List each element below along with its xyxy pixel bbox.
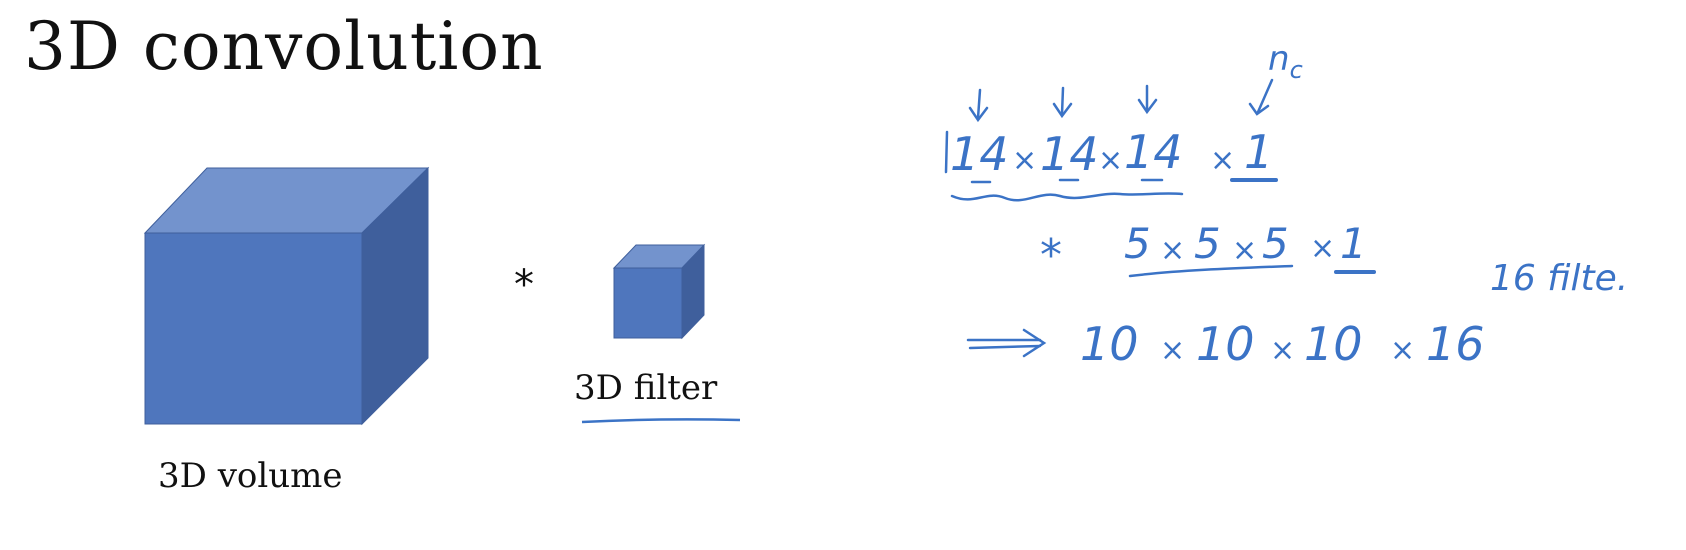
filter-label-underline <box>581 418 741 424</box>
output-channels: 16 <box>1426 317 1485 371</box>
input-dim-1: 14 <box>950 127 1009 181</box>
output-dim-3: 10 <box>1304 317 1363 371</box>
filter-channels: 1 <box>1340 219 1367 268</box>
output-dim-1: 10 <box>1080 317 1139 371</box>
channel-label-main: n <box>1268 39 1290 79</box>
filter-dim-2: 5 <box>1194 219 1221 268</box>
arrow-down-2 <box>1052 86 1073 119</box>
volume-label: 3D volume <box>158 456 343 496</box>
input-dim-2: 14 <box>1040 127 1099 181</box>
input-dims-squiggle <box>950 192 1184 202</box>
volume-cube <box>143 166 430 426</box>
input-dims-line: 14 × 14 × 14 × 1 <box>950 125 1273 181</box>
filters-note: 16 filte. <box>1490 258 1628 299</box>
filter-dim-1: 5 <box>1124 219 1151 268</box>
arrow-down-3 <box>1137 84 1158 115</box>
times-sign: × <box>1390 333 1415 368</box>
channel-label-sub: c <box>1290 56 1303 84</box>
filter-dim-3: 5 <box>1262 219 1289 268</box>
result-arrow <box>966 328 1047 358</box>
filter-cube <box>612 243 706 340</box>
input-dim-3: 14 <box>1124 125 1183 179</box>
input-channels: 1 <box>1244 125 1273 179</box>
times-sign: × <box>1160 333 1185 368</box>
times-sign: × <box>1232 233 1257 268</box>
times-sign: × <box>1270 333 1295 368</box>
volume-cube-front <box>144 232 363 425</box>
times-sign: × <box>1310 231 1335 266</box>
output-dims-line: 10 × 10 × 10 × 16 <box>1080 317 1485 371</box>
bar-mark <box>944 130 949 174</box>
arrow-down-1 <box>968 88 989 123</box>
times-sign: × <box>1098 143 1123 178</box>
times-sign: × <box>1210 143 1235 178</box>
filter-label: 3D filter <box>574 368 718 408</box>
times-sign: × <box>1012 143 1037 178</box>
filter-dims-underline <box>1128 264 1294 278</box>
output-dim-2: 10 <box>1196 317 1255 371</box>
channel-label: nc <box>1268 39 1303 84</box>
filter-cube-front <box>613 267 683 339</box>
convolution-operator: * <box>514 262 534 308</box>
times-sign: × <box>1160 233 1185 268</box>
arrow-down-4 <box>1248 78 1274 116</box>
slide-title: 3D convolution <box>24 8 544 85</box>
filter-dims-line: * 5 × 5 × 5 × 1 <box>1040 219 1367 281</box>
conv-operator-handwritten: * <box>1040 230 1062 281</box>
